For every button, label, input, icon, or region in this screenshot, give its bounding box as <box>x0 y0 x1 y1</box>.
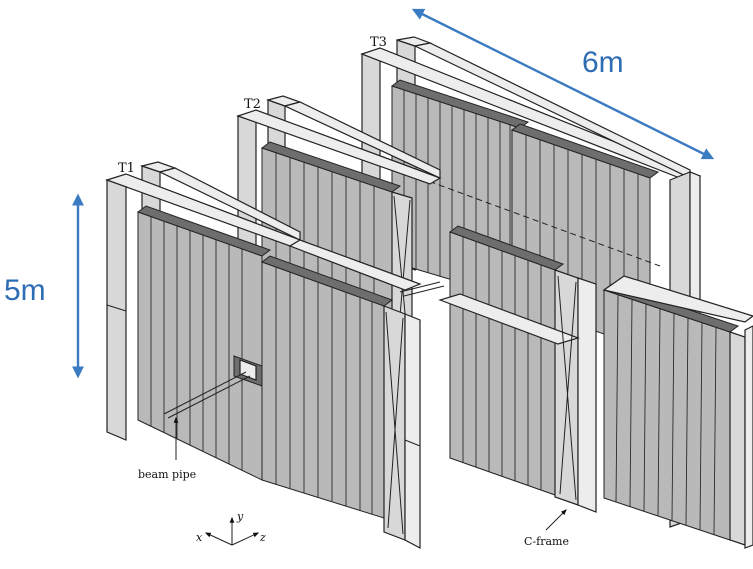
station-t3-right-frame <box>602 275 753 549</box>
label-c-frame: C-frame <box>524 535 569 548</box>
label-t2: T2 <box>244 97 261 112</box>
axis-label-x: x <box>196 531 203 544</box>
axis-label-z: z <box>259 531 266 544</box>
t2-right-strips <box>462 237 542 490</box>
length-dimension-arrow <box>411 8 715 160</box>
t3-front-strips <box>615 294 717 536</box>
c-frame-leader <box>545 509 567 531</box>
axis-label-y: y <box>236 510 244 523</box>
t1-right-strips <box>275 267 373 514</box>
length-dimension-label: 6m <box>582 46 624 79</box>
label-t3: T3 <box>370 35 387 50</box>
height-dimension-label: 5m <box>4 274 46 307</box>
t1-left-strips <box>150 216 243 470</box>
label-beam-pipe: beam pipe <box>138 468 196 481</box>
label-t1: T1 <box>118 161 135 176</box>
station-t1 <box>105 161 422 549</box>
axes-indicator: y x z <box>196 510 266 546</box>
